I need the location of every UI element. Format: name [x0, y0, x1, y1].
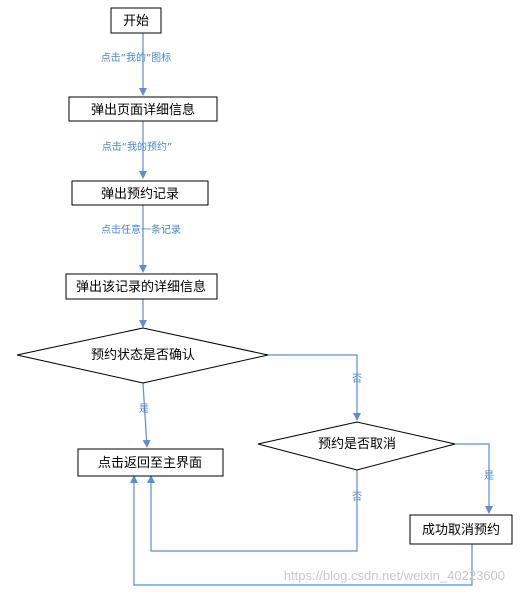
- node-start: 开始: [110, 7, 162, 34]
- edge-label-cancelable-no: 否: [352, 491, 362, 503]
- node-show-detail-page: 弹出页面详细信息: [68, 96, 218, 122]
- node-booking-confirmed: 预约状态是否确认: [16, 327, 269, 384]
- edge-confirmed-no: [268, 354, 361, 421]
- node-booking-cancelable-label: 预约是否取消: [318, 437, 396, 452]
- edge-label-confirmed-yes: 是: [139, 403, 149, 415]
- node-show-detail-page-label: 弹出页面详细信息: [91, 102, 195, 118]
- node-show-bookings-label: 弹出预约记录: [101, 187, 179, 202]
- edge-confirmed-yes: [142, 382, 151, 448]
- node-show-record-detail-label: 弹出该记录的详细信息: [76, 279, 206, 295]
- node-booking-cancelable: 预约是否取消: [257, 421, 456, 471]
- node-cancel-success: 成功取消预约: [409, 514, 513, 545]
- edge-success-to-main: [130, 475, 473, 586]
- node-show-bookings: 弹出预约记录: [71, 180, 209, 206]
- edge-cancelable-yes: [455, 443, 493, 514]
- node-show-record-detail: 弹出该记录的详细信息: [65, 273, 218, 300]
- edge-label-click-any-record: 点击任意一条记录: [101, 223, 181, 236]
- edge-label-cancelable-yes: 是: [484, 470, 494, 482]
- edge-label-confirmed-no: 否: [352, 373, 362, 385]
- node-cancel-success-label: 成功取消预约: [422, 523, 500, 538]
- edge-cancelable-no: [147, 470, 358, 552]
- node-return-main-label: 点击返回至主界面: [98, 456, 202, 471]
- watermark-text: https://blog.csdn.net/weixin_40223600: [284, 568, 505, 583]
- edge-label-click-my-bookings: 点击“我的预约”: [102, 140, 172, 153]
- node-start-label: 开始: [123, 14, 149, 29]
- edge-label-click-my-icon: 点击“我的”图标: [101, 51, 171, 64]
- node-booking-confirmed-label: 预约状态是否确认: [91, 348, 195, 363]
- node-return-main: 点击返回至主界面: [77, 448, 224, 477]
